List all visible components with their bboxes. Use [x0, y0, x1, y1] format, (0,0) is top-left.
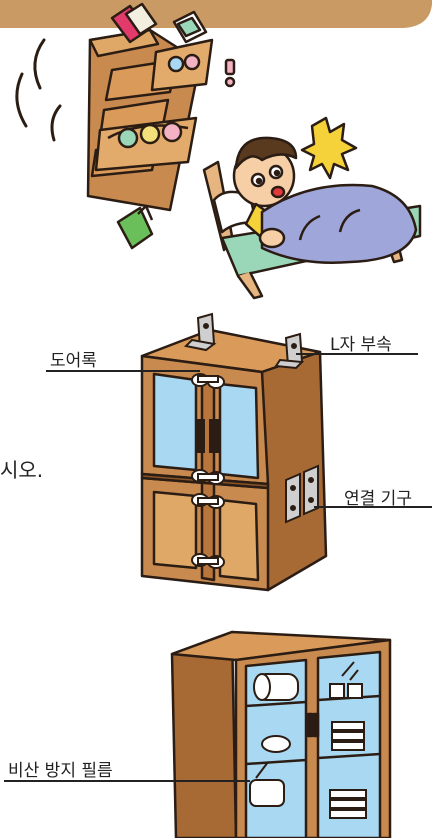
banner-shape	[0, 0, 432, 28]
anti-shatter-film-leader	[4, 780, 250, 782]
cabinet-icon	[140, 328, 328, 592]
shock-burst-icon	[300, 116, 358, 180]
earthquake-bedroom-illustration	[0, 0, 432, 310]
cut-off-text: 시오.	[0, 458, 44, 482]
boy-icon	[232, 136, 298, 240]
door-lock-leader	[46, 370, 200, 372]
connector-label: 연결 기구	[344, 489, 412, 509]
l-bracket-label: L자 부속	[330, 335, 392, 355]
film-cabinet-illustration	[0, 620, 432, 838]
top-banner	[0, 0, 432, 28]
connector-icon	[285, 464, 319, 524]
motion-lines-icon	[15, 38, 62, 142]
secured-cabinet-illustration	[0, 300, 432, 600]
door-lock-icon	[191, 373, 225, 569]
l-bracket-icon	[183, 312, 305, 370]
anti-shatter-film-label: 비산 방지 필름	[8, 761, 113, 781]
blanket-icon	[258, 183, 418, 264]
l-bracket-leader	[296, 353, 418, 355]
door-lock-label: 도어록	[50, 351, 97, 371]
glass-glare-icon	[255, 661, 359, 779]
exclamation-icon	[224, 58, 236, 88]
cabinet-items-icon	[249, 673, 367, 819]
falling-chest-icon	[86, 28, 214, 212]
flying-books-icon	[110, 2, 208, 250]
connector-leader	[314, 506, 432, 508]
